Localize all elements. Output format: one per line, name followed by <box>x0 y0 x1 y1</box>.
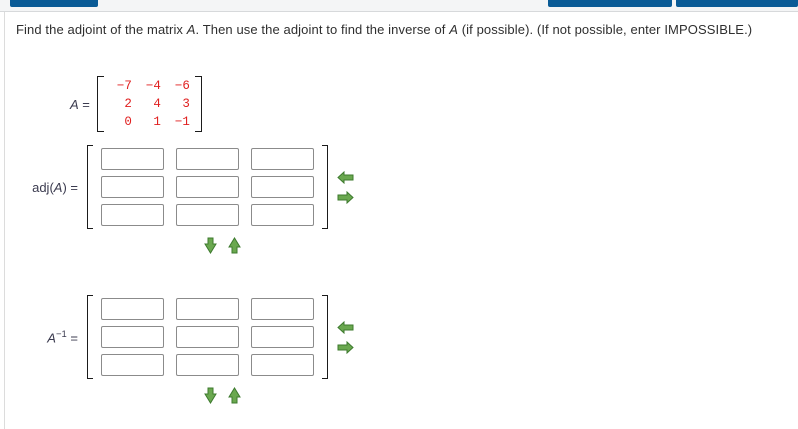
arrow-up-icon[interactable] <box>228 387 241 404</box>
adjoint-answer-block: adj(A) = <box>16 142 354 254</box>
chrome-divider <box>0 11 798 12</box>
matrix-a-right-bracket <box>194 76 202 132</box>
inverse-column-controls <box>337 320 354 354</box>
arrow-right-icon[interactable] <box>337 340 354 354</box>
matrix-a-left-bracket <box>96 76 104 132</box>
adjoint-label-var: A <box>53 179 63 195</box>
inverse-input-r2c2[interactable] <box>176 326 239 348</box>
adjoint-right-bracket <box>322 145 328 229</box>
adjoint-left-bracket <box>87 145 93 229</box>
prompt-var-a1: A <box>186 22 196 37</box>
inverse-input-r1c1[interactable] <box>101 298 164 320</box>
browser-tab-strip <box>0 0 798 11</box>
tab-bar-left[interactable] <box>10 0 98 7</box>
inverse-input-grid <box>93 292 322 382</box>
exercise-panel: Find the adjoint of the matrix A. Then u… <box>0 12 798 429</box>
prompt-text-1: Find the adjoint of the matrix <box>16 22 187 37</box>
adjoint-input-r2c3[interactable] <box>251 176 314 198</box>
matrix-a-cell: 3 <box>182 97 190 111</box>
matrix-a-cell: 1 <box>153 115 161 129</box>
adjoint-input-r1c2[interactable] <box>176 148 239 170</box>
adjoint-label-prefix: adj( <box>32 179 54 195</box>
arrow-left-icon[interactable] <box>337 320 354 334</box>
matrix-a-cell: −4 <box>145 79 161 93</box>
adjoint-row-controls <box>204 237 354 254</box>
prompt-text-2: . Then use the adjoint to find the inver… <box>195 22 450 37</box>
arrow-left-icon[interactable] <box>337 170 354 184</box>
adjoint-input-r1c1[interactable] <box>101 148 164 170</box>
matrix-a-cell: 0 <box>124 115 132 129</box>
prompt-var-a2: A <box>449 22 459 37</box>
inverse-input-r2c1[interactable] <box>101 326 164 348</box>
adjoint-input-r1c3[interactable] <box>251 148 314 170</box>
inverse-label-suffix: = <box>70 330 78 346</box>
inverse-label-exp: −1 <box>55 328 67 340</box>
adjoint-input-r3c1[interactable] <box>101 204 164 226</box>
matrix-a-cell: −6 <box>174 79 190 93</box>
inverse-answer-block: A−1 = <box>16 292 354 404</box>
matrix-a-label: A = <box>70 97 90 112</box>
arrow-up-icon[interactable] <box>228 237 241 254</box>
inverse-input-r2c3[interactable] <box>251 326 314 348</box>
adjoint-input-r2c2[interactable] <box>176 176 239 198</box>
inverse-input-r3c1[interactable] <box>101 354 164 376</box>
arrow-down-icon[interactable] <box>204 387 217 404</box>
arrow-down-icon[interactable] <box>204 237 217 254</box>
arrow-right-icon[interactable] <box>337 190 354 204</box>
inverse-right-bracket <box>322 295 328 379</box>
matrix-a-values: −7 −4 −6 2 4 3 0 1 −1 <box>104 74 195 134</box>
adjoint-label: adj(A) = <box>16 180 78 195</box>
matrix-a-display: A = −7 −4 −6 2 4 3 0 1 −1 <box>70 74 202 134</box>
inverse-label: A−1 = <box>16 329 78 345</box>
inverse-label-var: A <box>47 330 56 346</box>
prompt-text-3: (if possible). (If not possible, enter I… <box>458 22 753 37</box>
tab-bar-mid[interactable] <box>548 0 672 7</box>
inverse-input-r3c2[interactable] <box>176 354 239 376</box>
panel-left-border <box>4 12 5 429</box>
adjoint-input-r3c2[interactable] <box>176 204 239 226</box>
matrix-a-cell: 2 <box>124 97 132 111</box>
inverse-input-r3c3[interactable] <box>251 354 314 376</box>
matrix-a-cell: −7 <box>116 79 132 93</box>
adjoint-input-r3c3[interactable] <box>251 204 314 226</box>
adjoint-column-controls <box>337 170 354 204</box>
tab-bar-right[interactable] <box>676 0 798 7</box>
adjoint-input-grid <box>93 142 322 232</box>
inverse-left-bracket <box>87 295 93 379</box>
adjoint-input-r2c1[interactable] <box>101 176 164 198</box>
inverse-row-controls <box>204 387 354 404</box>
matrix-a-symbol: A <box>70 96 79 112</box>
matrix-a-cell: 4 <box>153 97 161 111</box>
inverse-input-r1c3[interactable] <box>251 298 314 320</box>
inverse-input-r1c2[interactable] <box>176 298 239 320</box>
matrix-a-cell: −1 <box>174 115 190 129</box>
matrix-a-equals: = <box>82 96 90 112</box>
question-prompt: Find the adjoint of the matrix A. Then u… <box>16 19 776 40</box>
adjoint-label-suffix: ) = <box>62 179 78 195</box>
